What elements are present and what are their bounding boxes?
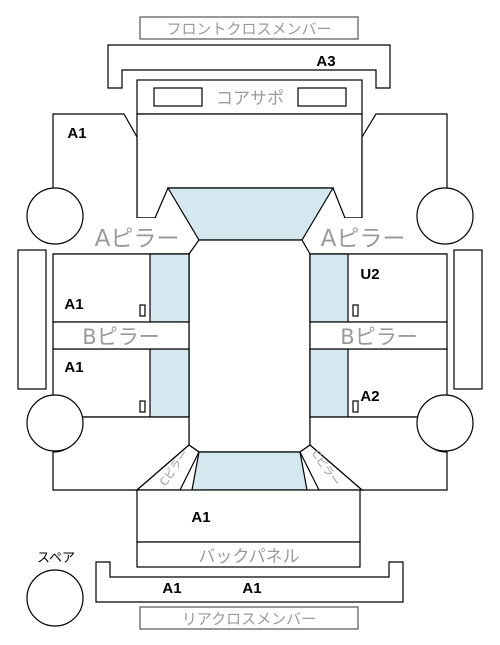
rear-cross-member[interactable] bbox=[95, 561, 404, 603]
left-side-sill[interactable] bbox=[17, 249, 47, 390]
spare-tire-label: スペア bbox=[37, 551, 75, 566]
b-pillar-right-label: Bピラー bbox=[340, 325, 417, 349]
front-right-door-damage-code: U2 bbox=[360, 266, 379, 283]
front-right-wheel[interactable] bbox=[416, 187, 474, 245]
rear-right-door-handle bbox=[352, 400, 359, 413]
front-cross-member[interactable] bbox=[107, 44, 391, 89]
front-left-door-handle bbox=[139, 304, 146, 317]
rear-right-wheel[interactable] bbox=[416, 394, 474, 452]
front-cross-member-label-box bbox=[139, 16, 359, 40]
a-pillar-left-label: Aピラー bbox=[95, 226, 180, 252]
rear-left-window bbox=[149, 348, 190, 418]
rear-right-window bbox=[309, 348, 349, 418]
back-panel[interactable] bbox=[136, 541, 361, 568]
rear-cross-member-label-box bbox=[139, 606, 359, 630]
front-left-window bbox=[149, 253, 190, 323]
back-panel-label: バックパネル bbox=[198, 547, 299, 567]
right-side-sill[interactable] bbox=[453, 249, 483, 390]
front-right-window bbox=[309, 253, 349, 323]
a-pillar-right-label: Aピラー bbox=[321, 226, 406, 252]
b-pillar-left[interactable] bbox=[52, 321, 190, 350]
core-support-right-slot bbox=[297, 87, 347, 107]
core-support-left-slot bbox=[153, 87, 203, 107]
front-left-wheel[interactable] bbox=[26, 187, 84, 245]
front-cross-member-label: フロントクロスメンバー bbox=[166, 20, 331, 38]
spare-tire[interactable] bbox=[26, 569, 84, 627]
trunk-floor[interactable] bbox=[136, 489, 361, 543]
b-pillar-left-label: Bピラー bbox=[82, 325, 159, 349]
core-support-label: コアサポ bbox=[216, 89, 284, 109]
rear-left-wheel[interactable] bbox=[26, 394, 84, 452]
front-left-door-damage-code: A1 bbox=[64, 296, 83, 313]
rear-cross-member-label: リアクロスメンバー bbox=[182, 610, 316, 628]
rear-cross-member-right-damage-code: A1 bbox=[242, 580, 261, 597]
front-left-fender-damage-code: A1 bbox=[67, 125, 86, 142]
front-cross-member-damage-code: A3 bbox=[316, 53, 335, 70]
trunk-floor-damage-code: A1 bbox=[191, 509, 210, 526]
b-pillar-right[interactable] bbox=[309, 321, 448, 350]
rear-cross-member-left-damage-code: A1 bbox=[162, 580, 181, 597]
rear-right-door-damage-code: A2 bbox=[360, 388, 379, 405]
roof[interactable] bbox=[188, 239, 311, 453]
rear-left-door-damage-code: A1 bbox=[64, 359, 83, 376]
front-right-door-handle bbox=[352, 304, 359, 317]
rear-window bbox=[191, 451, 308, 491]
rear-left-door-handle bbox=[139, 400, 146, 413]
